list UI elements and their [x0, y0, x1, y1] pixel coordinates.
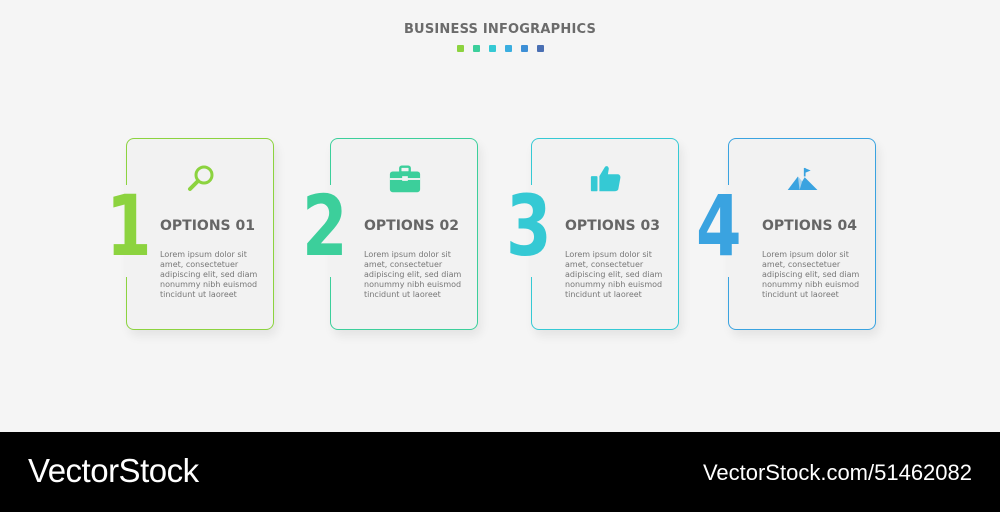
color-dots	[0, 45, 1000, 52]
color-dot	[504, 45, 512, 52]
option-description: Lorem ipsum dolor sit amet, consectetuer…	[762, 250, 860, 299]
color-dot	[536, 45, 544, 52]
color-dot	[488, 45, 496, 52]
option-number-2: 2	[302, 184, 360, 268]
card-border	[530, 138, 679, 330]
page-title: BUSINESS INFOGRAPHICS	[403, 22, 597, 37]
option-description: Lorem ipsum dolor sit amet, consectetuer…	[364, 250, 462, 299]
card-border	[329, 138, 478, 330]
option-title: OPTIONS 04	[762, 218, 857, 234]
color-dot	[472, 45, 480, 52]
option-card-2: OPTIONS 02 Lorem ipsum dolor sit amet, c…	[329, 138, 478, 330]
option-number-4: 4	[696, 184, 754, 268]
option-card-4: OPTIONS 04 Lorem ipsum dolor sit amet, c…	[727, 138, 876, 330]
option-number: 4	[696, 177, 742, 275]
option-card-3: OPTIONS 03 Lorem ipsum dolor sit amet, c…	[530, 138, 679, 330]
option-number-3: 3	[506, 184, 564, 268]
color-dot	[456, 45, 464, 52]
option-number: 1	[106, 177, 152, 275]
briefcase-icon	[388, 162, 422, 196]
mountain-flag-icon	[786, 162, 820, 196]
option-number: 2	[302, 177, 348, 275]
card-border	[727, 138, 876, 330]
option-title: OPTIONS 01	[160, 218, 255, 234]
footer-bar: VectorStock VectorStock.com/51462082	[0, 432, 1000, 512]
option-description: Lorem ipsum dolor sit amet, consectetuer…	[565, 250, 663, 299]
card-border	[125, 138, 274, 330]
option-title: OPTIONS 02	[364, 218, 459, 234]
image-id-text: VectorStock.com/51462082	[702, 460, 972, 485]
option-number-1: 1	[106, 184, 164, 268]
option-card-1: OPTIONS 01 Lorem ipsum dolor sit amet, c…	[125, 138, 274, 330]
brand-logo: VectorStock	[28, 452, 199, 489]
option-description: Lorem ipsum dolor sit amet, consectetuer…	[160, 250, 258, 299]
magnifier-icon	[184, 162, 218, 196]
color-dot	[520, 45, 528, 52]
option-title: OPTIONS 03	[565, 218, 660, 234]
header: BUSINESS INFOGRAPHICS	[0, 22, 1000, 52]
thumbs-up-icon	[589, 162, 623, 196]
option-number: 3	[506, 177, 552, 275]
